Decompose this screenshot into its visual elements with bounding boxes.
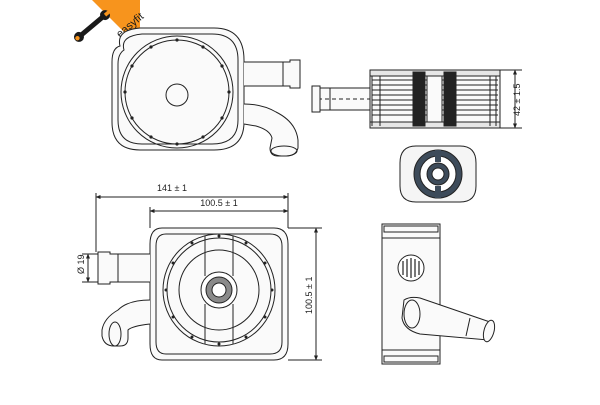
dim-body-width: 100.5 ± 1 bbox=[200, 198, 237, 208]
top-view bbox=[111, 27, 301, 157]
end-view bbox=[381, 223, 496, 365]
gasket-view bbox=[399, 145, 477, 203]
dim-side-height: 42 ± 1.5 bbox=[512, 84, 522, 116]
front-view bbox=[82, 193, 322, 361]
dim-body-height: 100.5 ± 1 bbox=[304, 277, 314, 314]
dim-pipe-diameter: Ø 19 bbox=[76, 254, 86, 274]
side-view bbox=[311, 69, 522, 129]
wrench-icon bbox=[73, 9, 112, 42]
dim-overall-width: 141 ± 1 bbox=[157, 183, 187, 193]
port-ribs bbox=[402, 258, 420, 278]
